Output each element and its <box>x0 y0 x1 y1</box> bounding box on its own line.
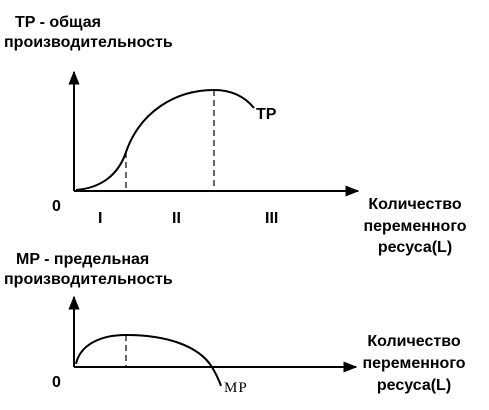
mp-x-label-line1: Количество <box>367 333 461 350</box>
tp-title-line2: производительность <box>4 34 173 51</box>
mp-x-label-line3: ресуса(L) <box>376 377 452 394</box>
tp-curve-label: TP <box>256 106 277 123</box>
tp-x-label-line3: ресуса(L) <box>377 239 453 256</box>
mp-curve-label: MP <box>224 380 248 396</box>
tp-origin-label: 0 <box>52 198 61 215</box>
stage-2-label: II <box>172 210 181 227</box>
tp-x-label-line1: Количество <box>368 196 462 213</box>
tp-x-label-line2: переменного <box>363 218 467 235</box>
stage-3-label: III <box>265 210 279 227</box>
mp-title-line2: производительность <box>4 271 173 288</box>
mp-origin-label: 0 <box>52 374 61 391</box>
tp-title-line1: TP - общая <box>15 14 101 31</box>
tp-curve <box>75 88 255 191</box>
mp-x-label-line2: переменного <box>362 355 466 372</box>
mp-title-line1: MP - предельная <box>16 251 150 268</box>
mp-curve <box>75 333 222 387</box>
stage-1-label: I <box>98 210 103 227</box>
